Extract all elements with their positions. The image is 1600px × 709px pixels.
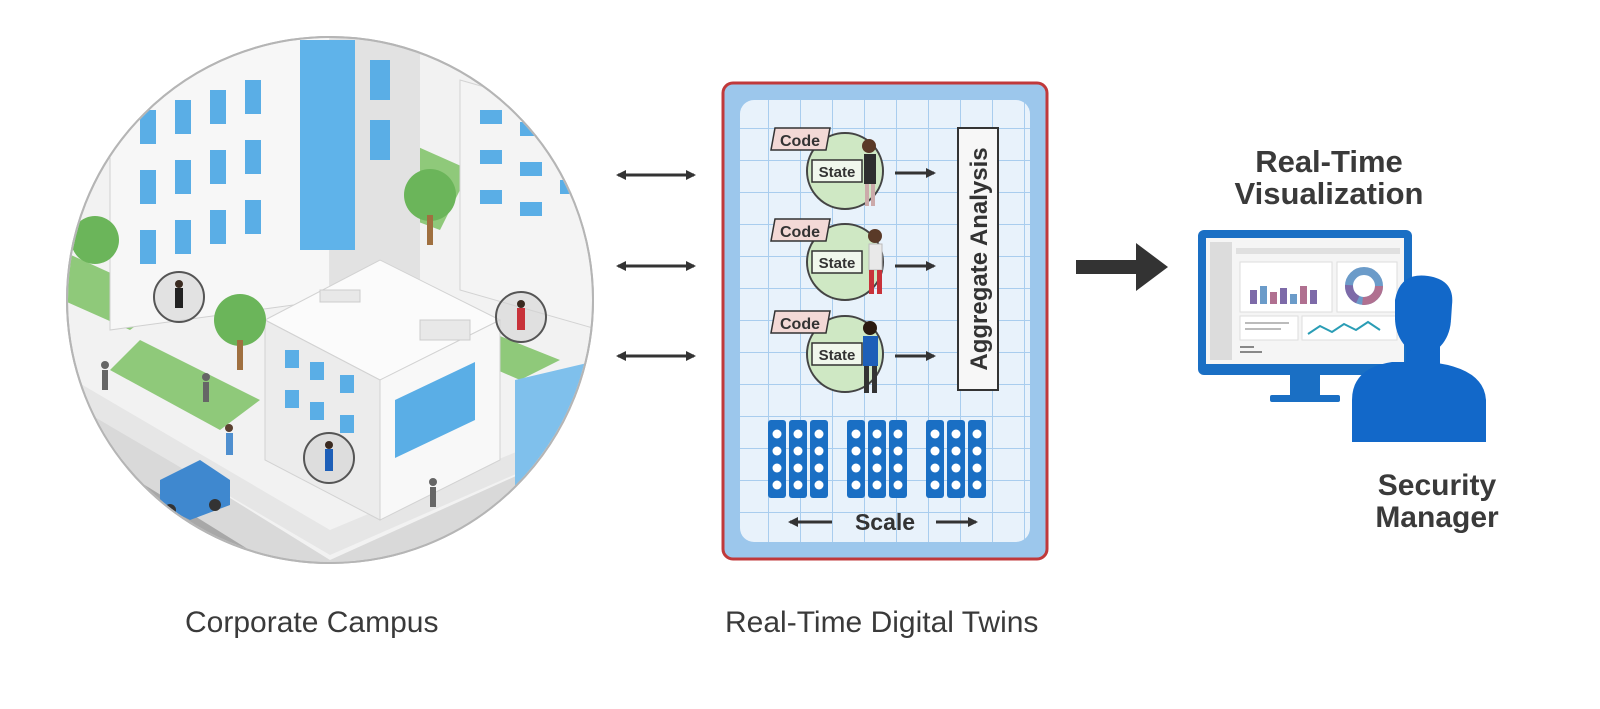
security-manager-icon bbox=[1352, 275, 1486, 442]
server-light bbox=[851, 463, 861, 473]
server-light bbox=[972, 429, 982, 439]
digital-twins-label: Real-Time Digital Twins bbox=[725, 606, 1039, 639]
server-unit-6 bbox=[889, 420, 907, 498]
server-light bbox=[951, 480, 961, 490]
server-light bbox=[893, 463, 903, 473]
visualization-monitor bbox=[1198, 230, 1412, 402]
server-light bbox=[772, 463, 782, 473]
server-unit-3 bbox=[810, 420, 828, 498]
server-light bbox=[930, 463, 940, 473]
server-light bbox=[951, 446, 961, 456]
server-light bbox=[972, 480, 982, 490]
server-light bbox=[772, 446, 782, 456]
server-light bbox=[814, 446, 824, 456]
server-unit-4 bbox=[847, 420, 865, 498]
server-unit-2 bbox=[789, 420, 807, 498]
server-light bbox=[930, 446, 940, 456]
server-unit-8 bbox=[947, 420, 965, 498]
aggregate-analysis-label: Aggregate Analysis bbox=[966, 147, 993, 370]
server-light bbox=[814, 480, 824, 490]
security-manager-label: Security Manager bbox=[1375, 469, 1499, 534]
output-arrow bbox=[1076, 243, 1168, 291]
aggregate-analysis-box bbox=[957, 127, 999, 391]
server-light bbox=[893, 480, 903, 490]
server-unit-1 bbox=[768, 420, 786, 498]
server-light bbox=[972, 463, 982, 473]
code-tag-1: Code bbox=[780, 133, 820, 150]
campus-illustration bbox=[66, 36, 594, 564]
server-light bbox=[851, 480, 861, 490]
corporate-campus-label: Corporate Campus bbox=[185, 606, 439, 639]
server-light bbox=[930, 480, 940, 490]
twin-item-3: Code State bbox=[770, 310, 936, 393]
server-light bbox=[851, 429, 861, 439]
server-light bbox=[872, 463, 882, 473]
server-rack-group bbox=[768, 420, 986, 498]
server-light bbox=[772, 429, 782, 439]
server-light bbox=[872, 446, 882, 456]
server-light bbox=[930, 429, 940, 439]
state-box-1: State bbox=[819, 164, 856, 181]
state-box-3: State bbox=[819, 347, 856, 364]
server-light bbox=[772, 480, 782, 490]
twin-item-2: Code State bbox=[770, 218, 936, 301]
server-unit-5 bbox=[868, 420, 886, 498]
server-light bbox=[893, 429, 903, 439]
mini-donut-chart bbox=[1345, 267, 1383, 305]
server-light bbox=[793, 463, 803, 473]
campus-twin-links bbox=[616, 170, 696, 361]
server-light bbox=[872, 480, 882, 490]
server-light bbox=[793, 446, 803, 456]
twin-item-1: Code State bbox=[770, 127, 936, 210]
server-light bbox=[951, 463, 961, 473]
code-tag-3: Code bbox=[780, 316, 820, 333]
server-light bbox=[814, 429, 824, 439]
server-light bbox=[972, 446, 982, 456]
code-tag-2: Code bbox=[780, 224, 820, 241]
server-unit-7 bbox=[926, 420, 944, 498]
visualization-label: Real-Time Visualization bbox=[1234, 144, 1424, 211]
server-light bbox=[951, 429, 961, 439]
server-light bbox=[872, 429, 882, 439]
mini-line-chart bbox=[1307, 320, 1381, 335]
digital-twins-panel: Code State Code State Code S bbox=[721, 81, 1049, 561]
server-light bbox=[851, 446, 861, 456]
state-box-2: State bbox=[819, 255, 856, 272]
server-light bbox=[814, 463, 824, 473]
server-light bbox=[793, 429, 803, 439]
scale-label: Scale bbox=[855, 509, 915, 535]
mini-bar-chart bbox=[1250, 286, 1317, 304]
server-light bbox=[793, 480, 803, 490]
server-unit-9 bbox=[968, 420, 986, 498]
server-light bbox=[893, 446, 903, 456]
